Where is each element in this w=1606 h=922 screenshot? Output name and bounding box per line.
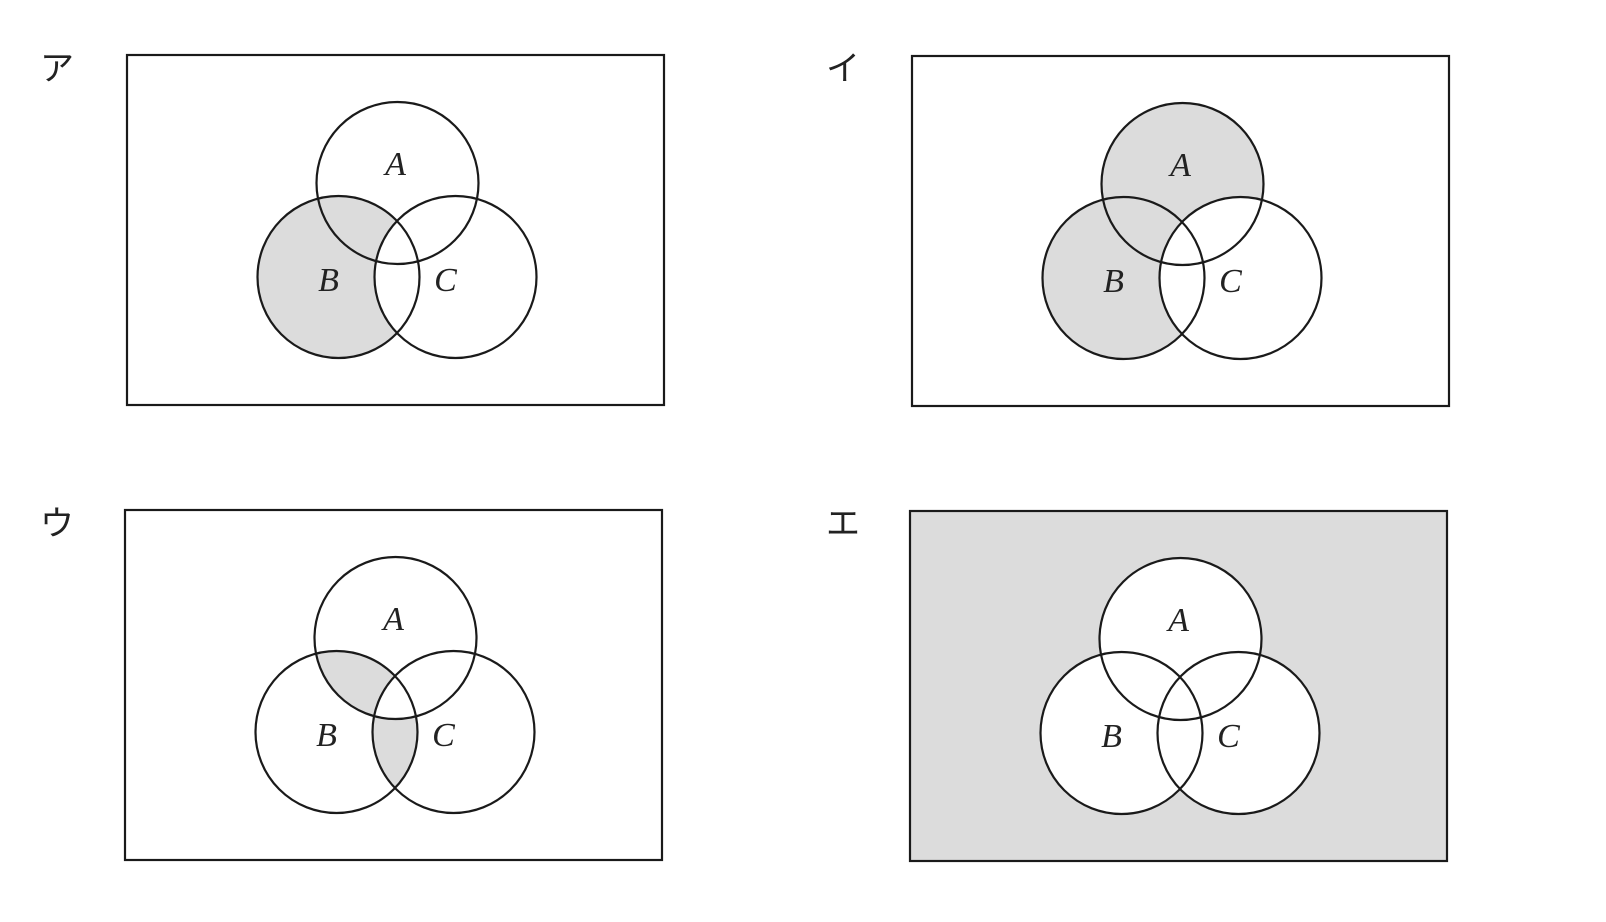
- set-b-circle: [1041, 195, 1206, 361]
- venn-panel-1: ア A B C: [40, 49, 666, 407]
- universal-set-frame: [908, 509, 1449, 863]
- panel-label: ア: [40, 49, 74, 89]
- universal-set-frame: [910, 54, 1451, 408]
- set-b-circle: [1039, 650, 1204, 816]
- set-b-label: B: [318, 262, 339, 299]
- set-c-circle: [373, 194, 538, 360]
- set-b-circle: [256, 194, 421, 360]
- panel-label: イ: [826, 49, 860, 89]
- universal-set-frame: [125, 53, 666, 407]
- shaded-region-a-and-b: [316, 196, 420, 264]
- set-c-circle: [1158, 195, 1323, 361]
- panel-label: ウ: [40, 504, 74, 544]
- set-c-circle: [371, 649, 536, 815]
- set-a-label: A: [1166, 602, 1189, 639]
- shaded-region-a-and-b: [314, 651, 418, 719]
- set-a-circle: [315, 100, 480, 266]
- panel-label: エ: [826, 504, 860, 544]
- set-a-circle: [313, 555, 478, 721]
- venn-panel-3: ウ A B C: [40, 504, 664, 862]
- set-a-circle: [1100, 101, 1265, 267]
- set-c-label: C: [1217, 718, 1240, 755]
- set-c-label: C: [1219, 263, 1242, 300]
- set-a-label: A: [381, 601, 404, 638]
- set-b-label: B: [1101, 718, 1122, 755]
- set-a-label: A: [383, 146, 406, 183]
- universal-set-frame: [123, 508, 664, 862]
- set-c-label: C: [432, 717, 455, 754]
- shaded-outside-region: [910, 511, 1447, 861]
- venn-panel-4: エ A B C: [826, 504, 1449, 863]
- set-c-circle: [1156, 650, 1321, 816]
- set-b-label: B: [316, 717, 337, 754]
- set-a-label: A: [1168, 147, 1191, 184]
- set-a-circle: [1098, 556, 1263, 722]
- venn-panel-2: イ A B C: [826, 49, 1451, 408]
- set-b-circle: [254, 649, 419, 815]
- set-b-label: B: [1103, 263, 1124, 300]
- shaded-region-a-and-b: [1101, 197, 1205, 265]
- set-c-label: C: [434, 262, 457, 299]
